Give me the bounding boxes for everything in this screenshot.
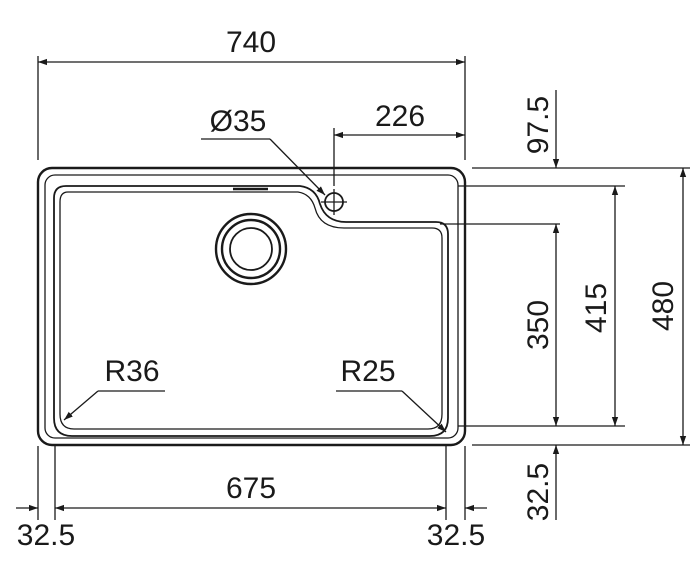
dim-radius-right: R25 [336, 355, 447, 433]
dim-left-margin: 32.5 [16, 446, 75, 552]
bowl-outline-outer [53, 185, 449, 437]
dim-overall-width-label: 740 [226, 26, 276, 59]
dim-right-margin-label: 32.5 [427, 519, 485, 552]
drain-outer-ring [214, 212, 288, 286]
dim-bowl-depth-long: 415 [580, 186, 619, 426]
dim-left-margin-label: 32.5 [17, 519, 75, 552]
dim-tap-offset-label: 226 [375, 100, 425, 133]
dim-top-offset: 97.5 [522, 90, 560, 168]
dim-right-margin: 32.5 [427, 446, 487, 552]
dim-radius-left: R36 [63, 355, 165, 421]
drain-inner-ring [229, 227, 273, 271]
dim-tap-diameter: Ø35 [201, 105, 326, 196]
dim-inner-width: 675 [54, 446, 447, 520]
dim-radius-right-label: R25 [340, 355, 395, 388]
dim-bowl-depth-short-label: 350 [522, 300, 555, 350]
dim-bottom-margin-label: 32.5 [522, 463, 555, 521]
dim-top-offset-label: 97.5 [522, 96, 555, 154]
bowl-outline-inner [59, 191, 443, 430]
drain-middle-ring [220, 218, 282, 280]
dim-tap-diameter-label: Ø35 [210, 105, 267, 138]
dim-overall-width: 740 [37, 26, 466, 160]
dim-tap-offset: 226 [333, 100, 465, 186]
sink-body [36, 166, 467, 447]
dim-inner-width-label: 675 [226, 472, 276, 505]
dim-bowl-depth-long-label: 415 [580, 283, 613, 333]
dim-overall-depth: 480 [647, 168, 687, 445]
dim-radius-left-label: R36 [104, 355, 159, 388]
dim-bowl-depth-short: 350 [522, 224, 560, 426]
sink-inner-rim [44, 174, 459, 439]
sink-outer-rim [36, 166, 467, 447]
dim-overall-depth-label: 480 [647, 281, 680, 331]
dim-bottom-margin: 32.5 [522, 445, 560, 521]
